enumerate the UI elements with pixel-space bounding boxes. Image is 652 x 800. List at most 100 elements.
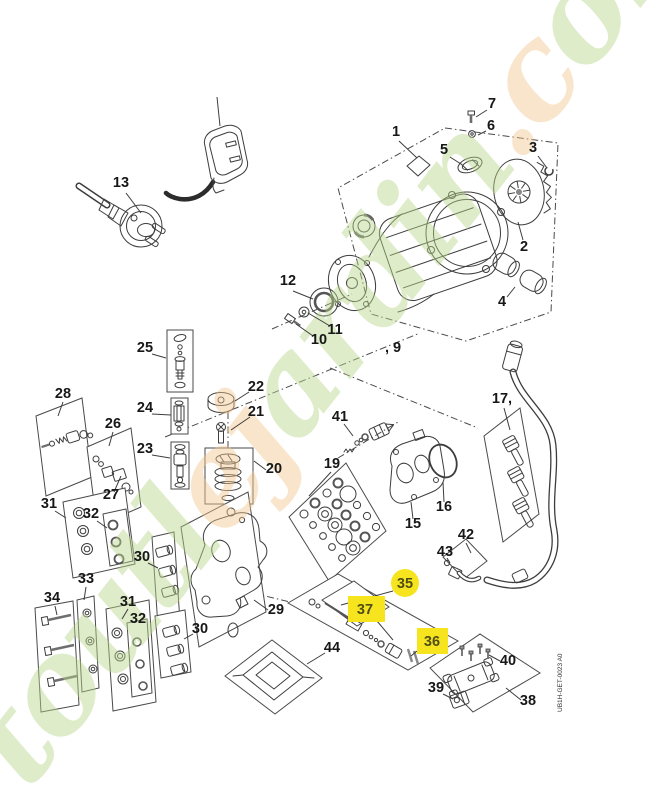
part-label-2: 2 xyxy=(520,239,528,255)
highlight-circle[interactable] xyxy=(391,569,419,597)
part-label-28: 28 xyxy=(55,386,71,402)
screw-7-drawing xyxy=(467,110,475,123)
part-number-32a: 32 xyxy=(83,506,99,522)
part-label-16: 16 xyxy=(436,499,452,515)
leader-line xyxy=(253,460,267,471)
part-number-26: 26 xyxy=(105,416,121,432)
part-number-32b: 32 xyxy=(130,611,146,627)
leader-line xyxy=(537,155,548,169)
oring-16-drawing xyxy=(428,443,458,479)
kit-34-drawing xyxy=(34,600,80,713)
valve-chain-41-drawing xyxy=(343,422,395,453)
highlight-rect[interactable] xyxy=(348,596,385,622)
part-number-23: 23 xyxy=(137,441,153,457)
part-label-1: 1 xyxy=(392,124,400,140)
part-label-23: 23 xyxy=(137,441,153,457)
part-number-37[interactable]: 37 xyxy=(357,602,373,618)
part-number-7: 7 xyxy=(488,96,496,112)
part-number-35[interactable]: 35 xyxy=(397,576,413,592)
kit-28-drawing xyxy=(35,397,94,497)
part-label-30a: 30 xyxy=(134,549,150,565)
part-label-12: 12 xyxy=(280,273,296,289)
cap-22-drawing xyxy=(207,392,235,413)
part-number-43: 43 xyxy=(437,544,453,560)
part-label-10: 10 xyxy=(311,332,327,348)
part-number-39: 39 xyxy=(428,680,444,696)
assembly-1-outline xyxy=(337,127,559,342)
leader-line xyxy=(517,221,524,241)
part-number-20: 20 xyxy=(266,461,282,477)
fan-wheel-drawing xyxy=(493,158,552,226)
leader-line xyxy=(410,501,414,520)
leader-line xyxy=(96,520,108,529)
part-label-42: 42 xyxy=(458,527,474,543)
part-number-3: 3 xyxy=(529,140,537,156)
leader-line xyxy=(253,599,269,611)
kit-31a-32a-drawing xyxy=(62,487,136,579)
part-label-31a: 31 xyxy=(41,496,57,512)
part-number-30b: 30 xyxy=(192,621,208,637)
part-number-1: 1 xyxy=(392,124,400,140)
part-number-10: 10 xyxy=(311,332,327,348)
power-plug-drawing xyxy=(75,182,166,248)
part-number-4: 4 xyxy=(498,294,506,310)
part-label-40: 40 xyxy=(500,653,516,669)
pump-29-drawing xyxy=(180,491,268,648)
leader-line xyxy=(234,391,250,402)
hose-drawing xyxy=(483,340,559,589)
part-label-35[interactable]: 35 xyxy=(391,569,419,597)
part-label-24: 24 xyxy=(137,400,153,416)
part-number-36[interactable]: 36 xyxy=(424,634,440,650)
part-label-36[interactable]: 36 xyxy=(417,628,448,654)
leader-line xyxy=(398,140,418,159)
kit-31b-32b-drawing xyxy=(105,599,157,712)
clip-drawing xyxy=(544,166,554,176)
part-number-28: 28 xyxy=(55,386,71,402)
leader-line xyxy=(343,423,354,437)
cover-5-drawing xyxy=(457,156,483,174)
part-number-27: 27 xyxy=(103,487,119,503)
part-label-43: 43 xyxy=(437,544,453,560)
part-number-31a: 31 xyxy=(41,496,57,512)
doc-code: UB1H-GET-0023 A0 xyxy=(557,653,564,712)
leader-line xyxy=(449,156,462,165)
leader-line xyxy=(151,454,171,459)
leader-line xyxy=(295,323,314,337)
part-number-24: 24 xyxy=(137,400,153,416)
part-number-33: 33 xyxy=(78,571,94,587)
part-number-16: 16 xyxy=(436,499,452,515)
leader-line xyxy=(505,687,522,701)
leader-line xyxy=(307,312,331,327)
part-number-9: , 9 xyxy=(385,340,401,356)
part-label-13: 13 xyxy=(113,175,129,191)
part-label-29: 29 xyxy=(268,602,284,618)
part-number-25: 25 xyxy=(137,340,153,356)
leader-line xyxy=(465,542,472,554)
part-number-17: 17, xyxy=(492,391,512,407)
leader-line xyxy=(54,605,58,616)
leader-line xyxy=(503,407,511,431)
leader-line xyxy=(125,192,142,214)
switch-plug-drawing xyxy=(163,124,249,202)
part-label-31b: 31 xyxy=(120,594,136,610)
part-label-21: 21 xyxy=(248,404,264,420)
part-number-40: 40 xyxy=(500,653,516,669)
leader-line xyxy=(376,620,394,641)
gasket-44-drawing xyxy=(224,639,323,715)
shaft-seal-drawing xyxy=(284,287,339,327)
part-number-11: 11 xyxy=(327,322,342,338)
part-number-13: 13 xyxy=(113,175,129,191)
part-label-5: 5 xyxy=(440,142,448,158)
part-number-38: 38 xyxy=(520,693,536,709)
part-number-6: 6 xyxy=(487,118,495,134)
part-label-9: , 9 xyxy=(385,340,401,356)
part-label-11: 11 xyxy=(327,322,342,338)
leader-line xyxy=(442,481,445,503)
leader-line xyxy=(475,109,488,118)
highlight-rect[interactable] xyxy=(417,628,448,654)
part-label-32a: 32 xyxy=(83,506,99,522)
part-number-31b: 31 xyxy=(120,594,136,610)
part-label-37[interactable]: 37 xyxy=(348,596,385,622)
